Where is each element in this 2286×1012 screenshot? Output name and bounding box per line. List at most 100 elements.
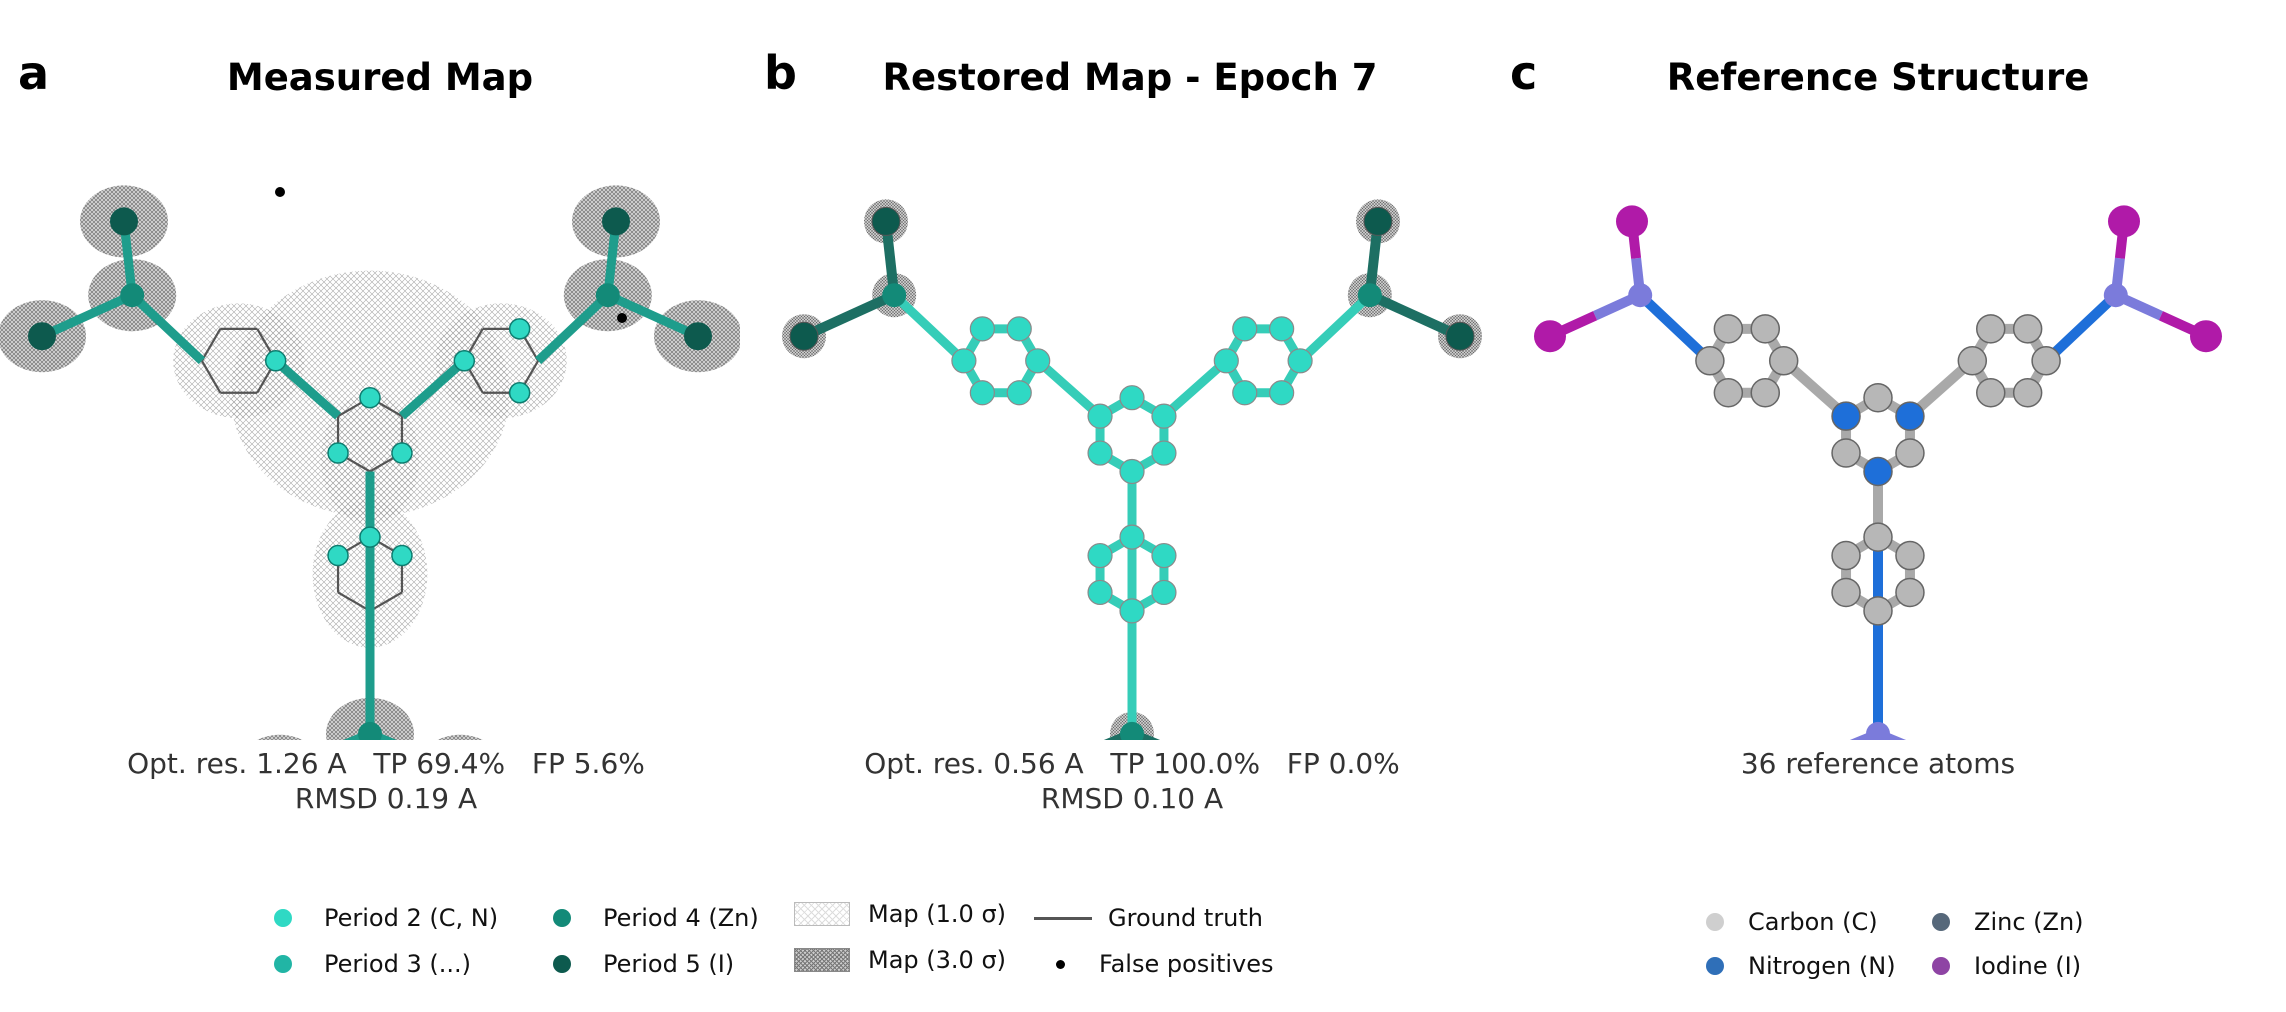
atom-period2 <box>264 350 287 372</box>
panel-title: Restored Map - Epoch 7 <box>882 56 1378 99</box>
period2-dot-icon <box>274 909 292 927</box>
legend-item: Carbon (C) <box>1706 908 1878 936</box>
atom-period2 <box>1119 598 1145 624</box>
atom-period2 <box>969 380 995 406</box>
atom-period4 <box>358 721 382 740</box>
atom-carbon <box>1895 540 1925 571</box>
atom-carbon <box>1957 346 1988 376</box>
atom-period2 <box>1006 316 1032 342</box>
bond <box>2042 291 2120 365</box>
legend-label: Map (3.0 σ) <box>868 946 1007 974</box>
atom-period2 <box>508 318 531 340</box>
atom-period5 <box>789 321 819 351</box>
atom-carbon <box>2031 346 2061 376</box>
atom-period2 <box>359 526 381 548</box>
bond-terminal <box>1130 729 1161 740</box>
panel-letter: b <box>764 46 797 100</box>
period4-dot-icon <box>553 909 571 927</box>
predicted-bond <box>535 291 611 365</box>
legend-item: Map (3.0 σ) <box>794 946 1006 974</box>
atom-carbon <box>1895 438 1925 468</box>
atom-period2 <box>1151 542 1177 569</box>
ground-truth-bond <box>200 328 222 362</box>
atom-carbon <box>2012 314 2043 344</box>
bond <box>1636 291 1714 365</box>
atom-period2 <box>1269 316 1295 342</box>
atom-period5 <box>110 207 138 236</box>
density-mesh-dark <box>437 734 483 740</box>
stats-line-1: 36 reference atoms <box>1740 747 2016 780</box>
bond <box>1034 357 1104 420</box>
atom-carbon <box>1713 314 1744 344</box>
atom-carbon <box>1768 346 1799 376</box>
legend-label: Period 3 (...) <box>324 950 471 978</box>
legend-label: Period 5 (I) <box>603 950 735 978</box>
atom-period2 <box>508 382 531 404</box>
atom-carbon <box>1750 378 1780 408</box>
atom-period4 <box>1357 283 1382 308</box>
panel-stats: Opt. res. 1.26 A TP 69.4% FP 5.6% RMSD 0… <box>16 746 756 816</box>
mesh-dark-swatch-icon <box>794 948 850 972</box>
atom-period2 <box>969 316 995 342</box>
bond <box>1160 357 1230 420</box>
iodine-dot-icon <box>1932 957 1950 975</box>
atom-period2 <box>1087 440 1113 466</box>
legend-item: Map (1.0 σ) <box>794 900 1006 928</box>
legend-label: Ground truth <box>1108 904 1264 932</box>
legend-item: Zinc (Zn) <box>1932 908 2084 936</box>
mesh-light-swatch-icon <box>794 902 850 926</box>
atom-carbon <box>1976 314 2006 344</box>
atom-nitrogen <box>1863 456 1893 487</box>
ground-truth-line-icon <box>1034 916 1092 920</box>
false-positive-marker <box>617 313 627 323</box>
legend-item: Nitrogen (N) <box>1706 952 1896 980</box>
atom-period2 <box>1151 579 1177 606</box>
atom-period2 <box>1006 380 1032 406</box>
false-positive-dot-icon <box>1056 959 1065 969</box>
atom-period4 <box>595 283 620 308</box>
predicted-bond <box>129 291 205 365</box>
zinc-dot-icon <box>1932 913 1950 931</box>
false-positive-marker <box>275 187 285 197</box>
legend-label: Period 2 (C, N) <box>324 904 499 932</box>
atom-period2 <box>1232 316 1258 342</box>
legend-item: Period 2 (C, N) <box>274 904 498 932</box>
atom-period5 <box>28 322 56 351</box>
atom-period2 <box>951 348 977 374</box>
atom-period2 <box>1119 458 1145 485</box>
atom-period4 <box>882 283 907 308</box>
ground-truth-bond <box>337 591 371 612</box>
atom-zinc <box>1628 283 1653 308</box>
panel-title: Reference Structure <box>1666 56 2090 99</box>
atom-carbon <box>1863 596 1893 626</box>
nitrogen-dot-icon <box>1706 957 1724 975</box>
atom-nitrogen <box>1831 401 1861 431</box>
period3-dot-icon <box>274 955 292 973</box>
atom-zinc <box>1866 721 1890 740</box>
legend-item: Period 4 (Zn) <box>553 904 759 932</box>
atom-period2 <box>453 350 476 372</box>
bond <box>891 291 967 365</box>
atom-period5 <box>684 322 712 351</box>
atom-period2 <box>1269 380 1295 406</box>
legend-item: Period 3 (...) <box>274 950 471 978</box>
molecule-measured <box>0 185 740 740</box>
predicted-bond <box>40 291 135 341</box>
bond-terminal <box>1367 290 1463 341</box>
stats-line-2: RMSD 0.19 A <box>294 782 478 815</box>
legend-label: Zinc (Zn) <box>1974 908 2084 936</box>
carbon-dot-icon <box>1706 913 1724 931</box>
atom-iodine <box>2190 320 2222 353</box>
atom-period2 <box>1213 348 1239 374</box>
stats-line-2: RMSD 0.10 A <box>1040 782 1224 815</box>
atom-carbon <box>1695 346 1725 376</box>
atom-iodine <box>2108 205 2140 238</box>
legend-label: Nitrogen (N) <box>1748 952 1896 980</box>
atom-period2 <box>327 442 349 464</box>
density-mesh-light <box>435 303 567 419</box>
atom-period4 <box>1120 721 1144 740</box>
predicted-bond <box>272 357 342 420</box>
atom-period2 <box>1119 524 1145 550</box>
atom-period2 <box>1151 440 1177 466</box>
period5-dot-icon <box>553 955 571 973</box>
